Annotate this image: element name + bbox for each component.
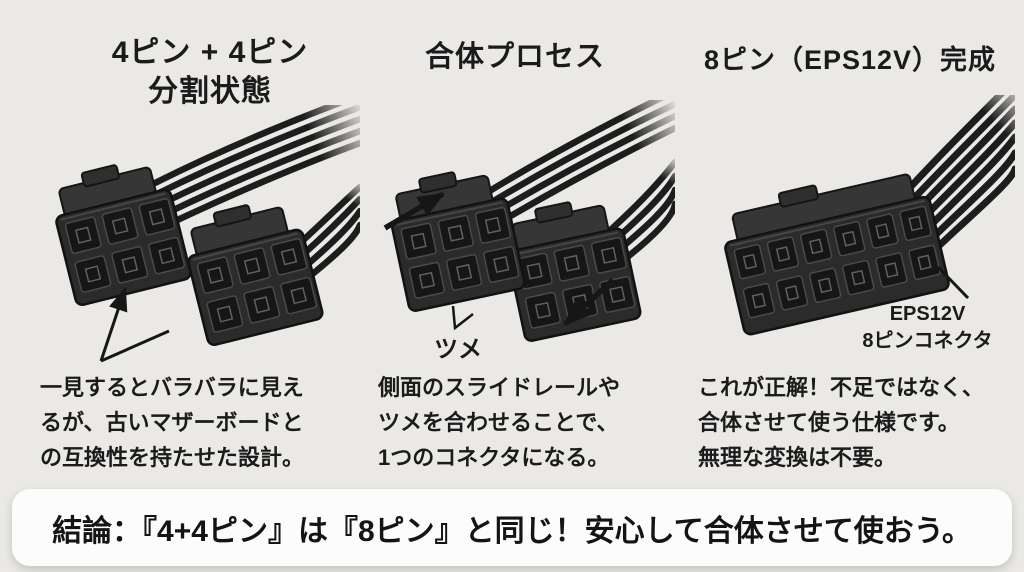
split-connectors-illustration <box>55 105 360 363</box>
description-line: の互換性を持たせた設計。 <box>40 445 305 470</box>
arrow-down-left-icon <box>562 277 615 327</box>
description-line: 無理な変換は不要。 <box>698 445 897 470</box>
tab-callout-label: ツメ <box>434 336 482 363</box>
connector-4pin-left <box>55 164 192 307</box>
panel-merge-title: 合体プロセス <box>395 38 635 76</box>
description-line: 1つのコネクタになる。 <box>378 445 610 470</box>
description-line: 一見するとバラバラに見え <box>40 375 304 400</box>
panel-split-description: 一見するとバラバラに見え るが、古いマザーボードと の互換性を持たせた設計。 <box>40 370 304 475</box>
description-line: 合体させて使う仕様です。 <box>698 410 960 435</box>
callout-line: 8ピンコネクタ <box>862 330 993 352</box>
fork-arrow-icon <box>99 286 170 363</box>
title-line: 分割状態 <box>148 75 272 108</box>
tab-pointer-line <box>451 305 474 331</box>
panel-merge-description: 側面のスライドレールや ツメを合わせることで、 1つのコネクタになる。 <box>378 370 620 475</box>
title-line: 合体プロセス <box>424 41 605 73</box>
panel-split-title: 4ピン + 4ピン 分割状態 <box>55 33 365 111</box>
merging-connectors-illustration <box>383 100 675 342</box>
title-line: 4ピン + 4ピン <box>111 36 309 69</box>
description-line: これが正解！不足ではなく、 <box>698 375 985 400</box>
label-pointer-line <box>936 265 970 300</box>
title-line: 8ピン（EPS12V）完成 <box>703 45 997 75</box>
panel-complete-description: これが正解！不足ではなく、 合体させて使う仕様です。 無理な変換は不要。 <box>698 370 984 475</box>
description-line: るが、古いマザーボードと <box>40 410 304 435</box>
callout-line: EPS12V <box>889 303 966 325</box>
eps12v-connector-illustration <box>724 95 1015 336</box>
connector-4pin-right <box>187 204 324 347</box>
arrow-up-right-icon <box>383 191 446 231</box>
panel-complete-title: 8ピン（EPS12V）完成 <box>683 42 1017 78</box>
eps12v-callout-label: EPS12V 8ピンコネクタ <box>845 301 1010 355</box>
description-line: ツメを合わせることで、 <box>378 410 619 435</box>
conclusion-text: 結論：『4+4ピン』は『8ピン』と同じ！安心して合体させて使おう。 <box>52 514 972 548</box>
connector-8pin <box>724 173 950 336</box>
conclusion-banner: 結論：『4+4ピン』は『8ピン』と同じ！安心して合体させて使おう。 <box>12 489 1012 566</box>
description-line: 側面のスライドレールや <box>378 375 621 400</box>
